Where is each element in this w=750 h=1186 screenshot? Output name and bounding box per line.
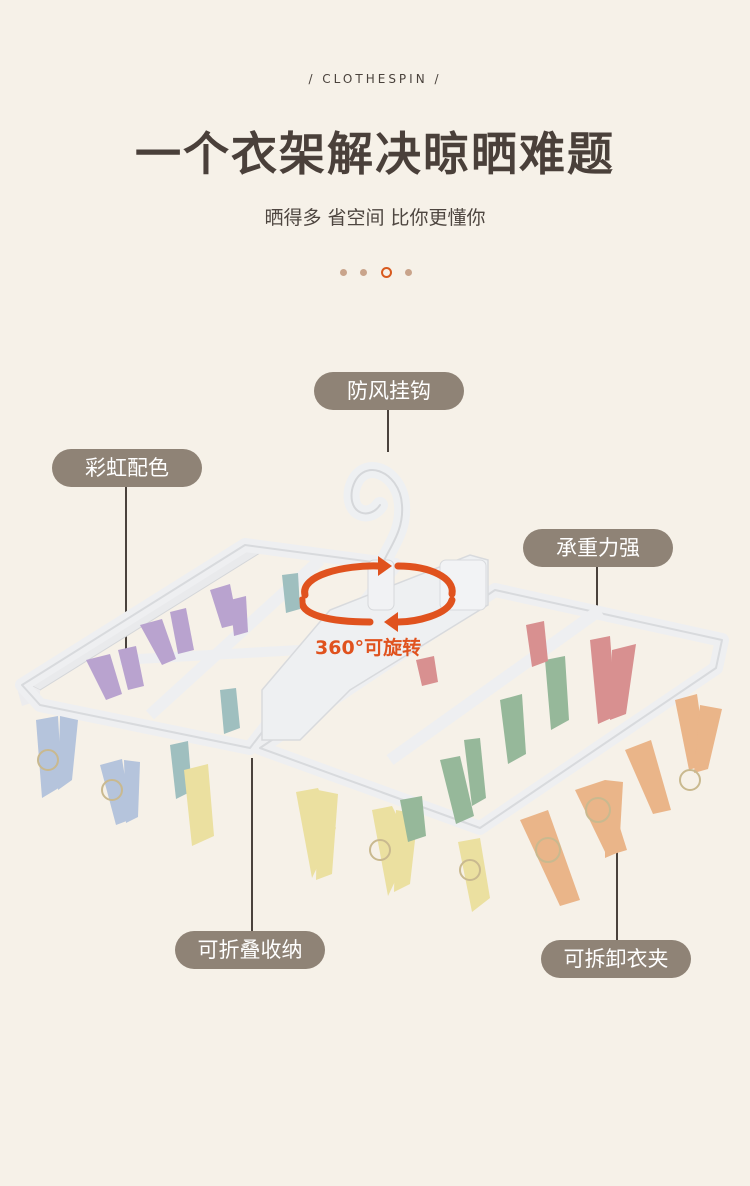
rotation-label: 360°可旋转 (315, 637, 422, 659)
pager-dot-active[interactable] (380, 266, 392, 278)
clothespins-orange (520, 694, 722, 906)
callout-hook: 防风挂钩 (314, 372, 464, 410)
clothespins-red (416, 621, 636, 724)
pager-dot[interactable] (404, 268, 412, 276)
pager-dot[interactable] (360, 268, 368, 276)
pager-dot[interactable] (340, 268, 347, 276)
metal-rings (37, 749, 701, 881)
clothespins-purple (86, 584, 248, 700)
clothespins-green (400, 656, 569, 842)
clothespins-blue (36, 716, 140, 825)
rotation-arrowheads (378, 556, 398, 632)
callout-foldable: 可折叠收纳 (175, 931, 325, 969)
callout-strength: 承重力强 (523, 529, 673, 567)
hook (343, 462, 411, 611)
clothespins-teal (170, 573, 300, 799)
carousel-pager[interactable] (340, 266, 412, 278)
callout-colors: 彩虹配色 (52, 449, 202, 487)
rotation-arrow (298, 562, 456, 626)
tagline: / CLOTHESPIN / (308, 72, 442, 86)
clothespins-yellow (184, 764, 490, 912)
page-subtitle: 晒得多 省空间 比你更懂你 (264, 207, 486, 229)
callout-detachable: 可拆卸衣夹 (541, 940, 691, 978)
page-title: 一个衣架解决晾晒难题 (135, 127, 615, 181)
